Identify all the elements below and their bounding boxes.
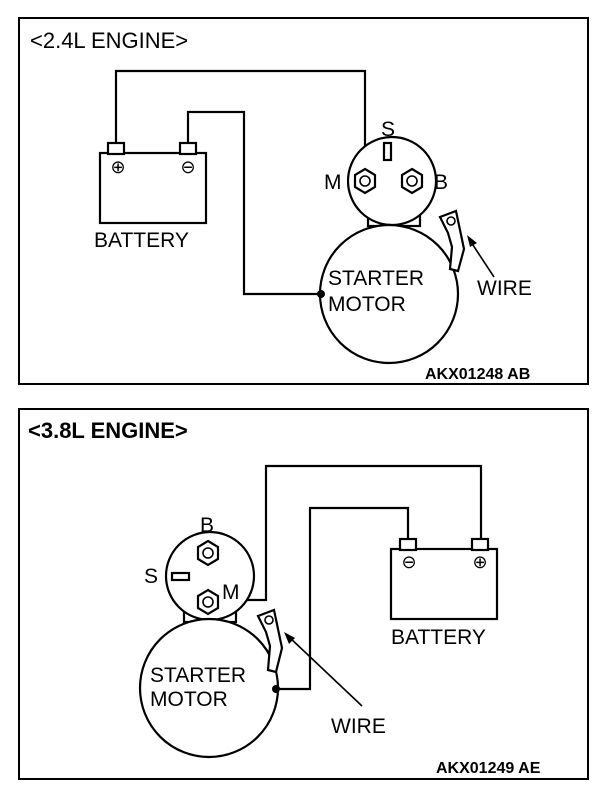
terminal-s-label: S [144, 565, 158, 588]
terminal-m-label: M [222, 581, 240, 604]
starter-label-line1: STARTER [328, 267, 424, 290]
starter-label-line1: STARTER [150, 664, 246, 687]
terminal-b-label: B [434, 171, 448, 194]
wire-label: WIRE [477, 277, 532, 300]
wire-pointer-arrow [468, 238, 495, 278]
battery-label: BATTERY [94, 229, 189, 252]
terminal-s-icon [382, 141, 393, 162]
diagram-panel-3-8l: <3.8L ENGINE> ⊖ ⊕ BATTERY [18, 408, 589, 780]
starter-solenoid [164, 530, 256, 624]
battery-label: BATTERY [391, 626, 486, 649]
wiring-diagram-2-4l: <2.4L ENGINE> ⊕ ⊖ BATTERY [30, 28, 532, 383]
panel-title: <2.4L ENGINE> [30, 28, 188, 53]
wire-pointer-arrow [287, 635, 363, 707]
terminal-m-nut-icon [196, 588, 220, 616]
panel-title: <3.8L ENGINE> [28, 418, 188, 443]
positive-wire [244, 464, 483, 602]
figure-code: AKX01248 AB [425, 366, 530, 383]
wiring-diagram-3-8l: <3.8L ENGINE> ⊖ ⊕ BATTERY [28, 418, 541, 777]
battery: ⊕ ⊖ [98, 141, 208, 225]
figure-code: AKX01249 AE [436, 760, 541, 777]
wire-label: WIRE [331, 715, 386, 738]
negative-wire [276, 506, 410, 691]
terminal-b-label: B [200, 514, 214, 537]
negative-wire [186, 110, 321, 296]
terminal-b-nut-icon [400, 167, 424, 195]
positive-wire [114, 69, 367, 167]
battery: ⊖ ⊕ [389, 537, 499, 621]
diagram-panel-2-4l: <2.4L ENGINE> ⊕ ⊖ BATTERY [18, 17, 589, 385]
battery-positive-icon: ⊕ [110, 157, 125, 177]
battery-negative-icon: ⊖ [180, 157, 195, 177]
ground-connection-dot [317, 290, 325, 298]
terminal-s-icon [170, 571, 191, 582]
arrowhead-icon [467, 235, 477, 247]
terminal-s-label: S [381, 118, 395, 141]
terminal-m-label: M [324, 171, 342, 194]
wire-terminal-icon [256, 608, 284, 674]
terminal-b-nut-icon [196, 539, 220, 567]
starter-label-line2: MOTOR [328, 293, 406, 316]
ground-connection-dot [272, 685, 280, 693]
battery-positive-icon: ⊕ [472, 552, 487, 572]
starter-solenoid [346, 135, 438, 228]
wire-terminal-icon [438, 209, 466, 273]
battery-negative-icon: ⊖ [401, 552, 416, 572]
arrowhead-icon [284, 632, 295, 644]
terminal-m-nut-icon [353, 167, 377, 195]
starter-label-line2: MOTOR [150, 688, 228, 711]
